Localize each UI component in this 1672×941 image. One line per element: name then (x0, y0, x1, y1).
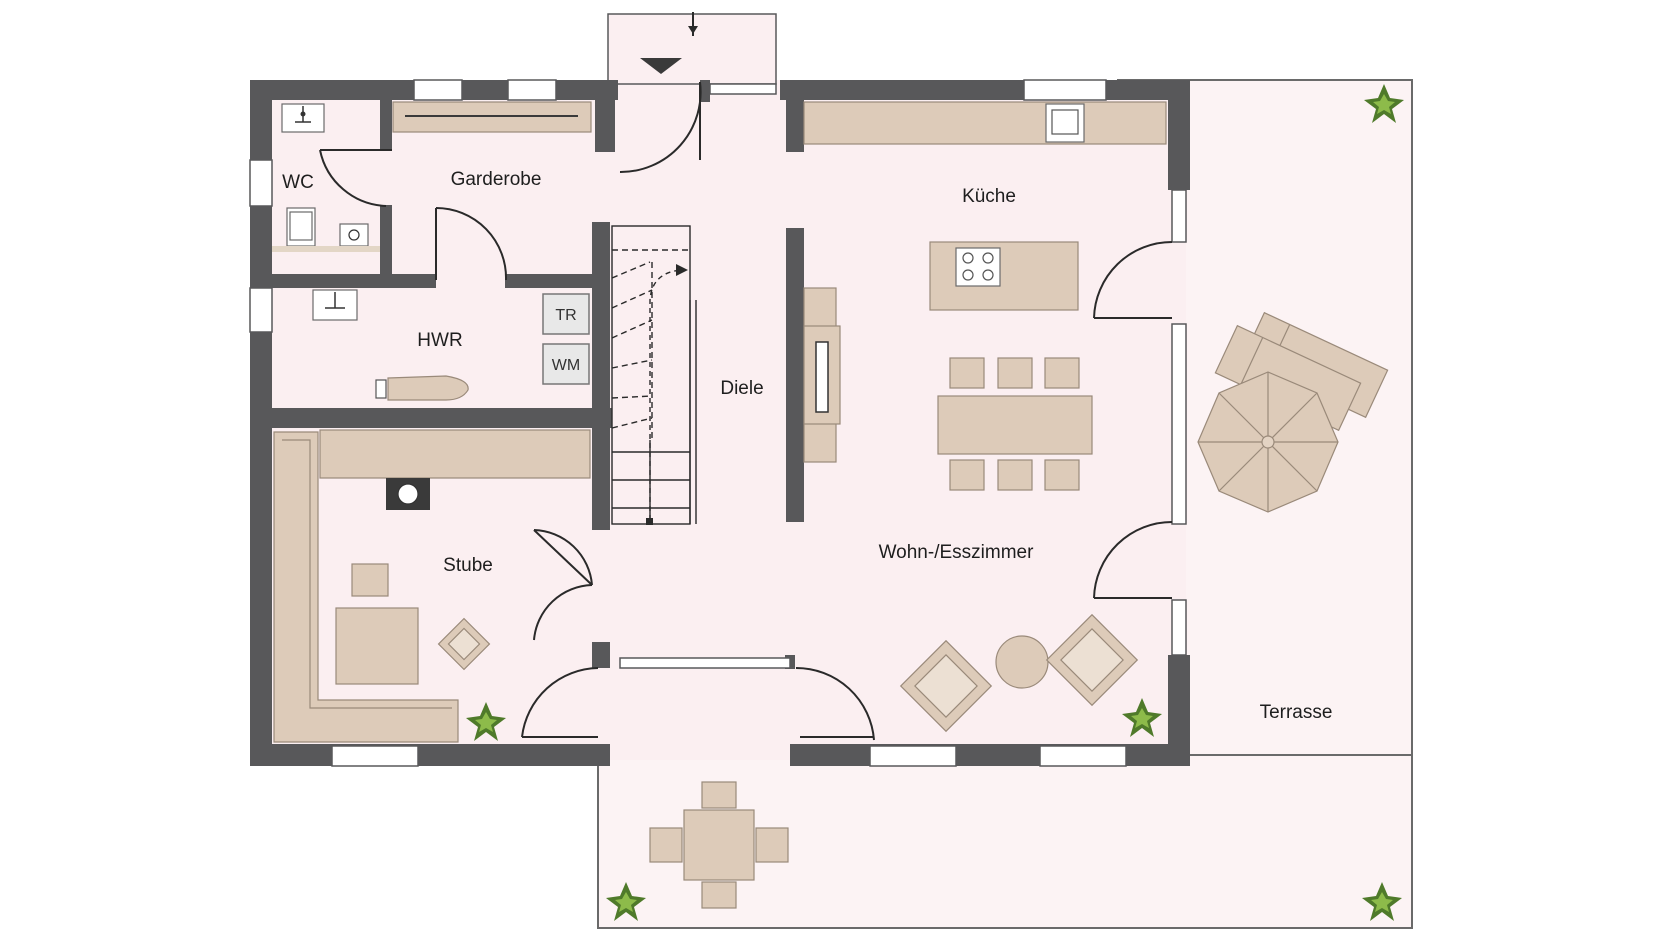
room-label-terrasse: Terrasse (1260, 702, 1333, 723)
room-label-stube: Stube (443, 555, 493, 576)
room-label-garderobe: Garderobe (451, 169, 542, 190)
ironing-board-icon (387, 375, 469, 401)
room-label-wohn-ess: Wohn-/Esszimmer (879, 542, 1035, 563)
plant-icon (1362, 882, 1402, 921)
room-labels: WC Garderobe HWR Küche Diele Stube Wohn-… (282, 169, 1332, 723)
dining-set (937, 357, 1093, 491)
appliance-label-washer: WM (552, 357, 580, 374)
wardrobe (392, 101, 592, 133)
kitchen (803, 101, 1167, 311)
parasol-icon (1197, 371, 1339, 513)
staircase (611, 225, 697, 525)
room-label-diele: Diele (720, 378, 763, 399)
plants (466, 84, 1404, 921)
room-label-hwr: HWR (417, 330, 462, 351)
plant-icon (466, 702, 506, 741)
wc-fixtures (272, 103, 380, 252)
fireplace (803, 287, 841, 463)
terrace-furniture (649, 311, 1389, 909)
plant-icon (606, 882, 646, 921)
windows (249, 79, 1187, 767)
plant-icon (1122, 698, 1162, 737)
inner-walls (272, 80, 804, 669)
room-label-kueche: Küche (962, 186, 1016, 207)
cooktop-icon (955, 247, 1001, 287)
hwr-fixtures (312, 289, 590, 401)
small-sink-icon (339, 223, 369, 247)
plant-icon (1364, 84, 1404, 123)
appliance-label-dryer: TR (555, 307, 576, 324)
lounge-set (899, 613, 1139, 733)
room-label-wc: WC (282, 172, 314, 193)
stube-furniture (273, 429, 591, 743)
stove-icon (397, 483, 419, 505)
doors (319, 12, 1173, 741)
